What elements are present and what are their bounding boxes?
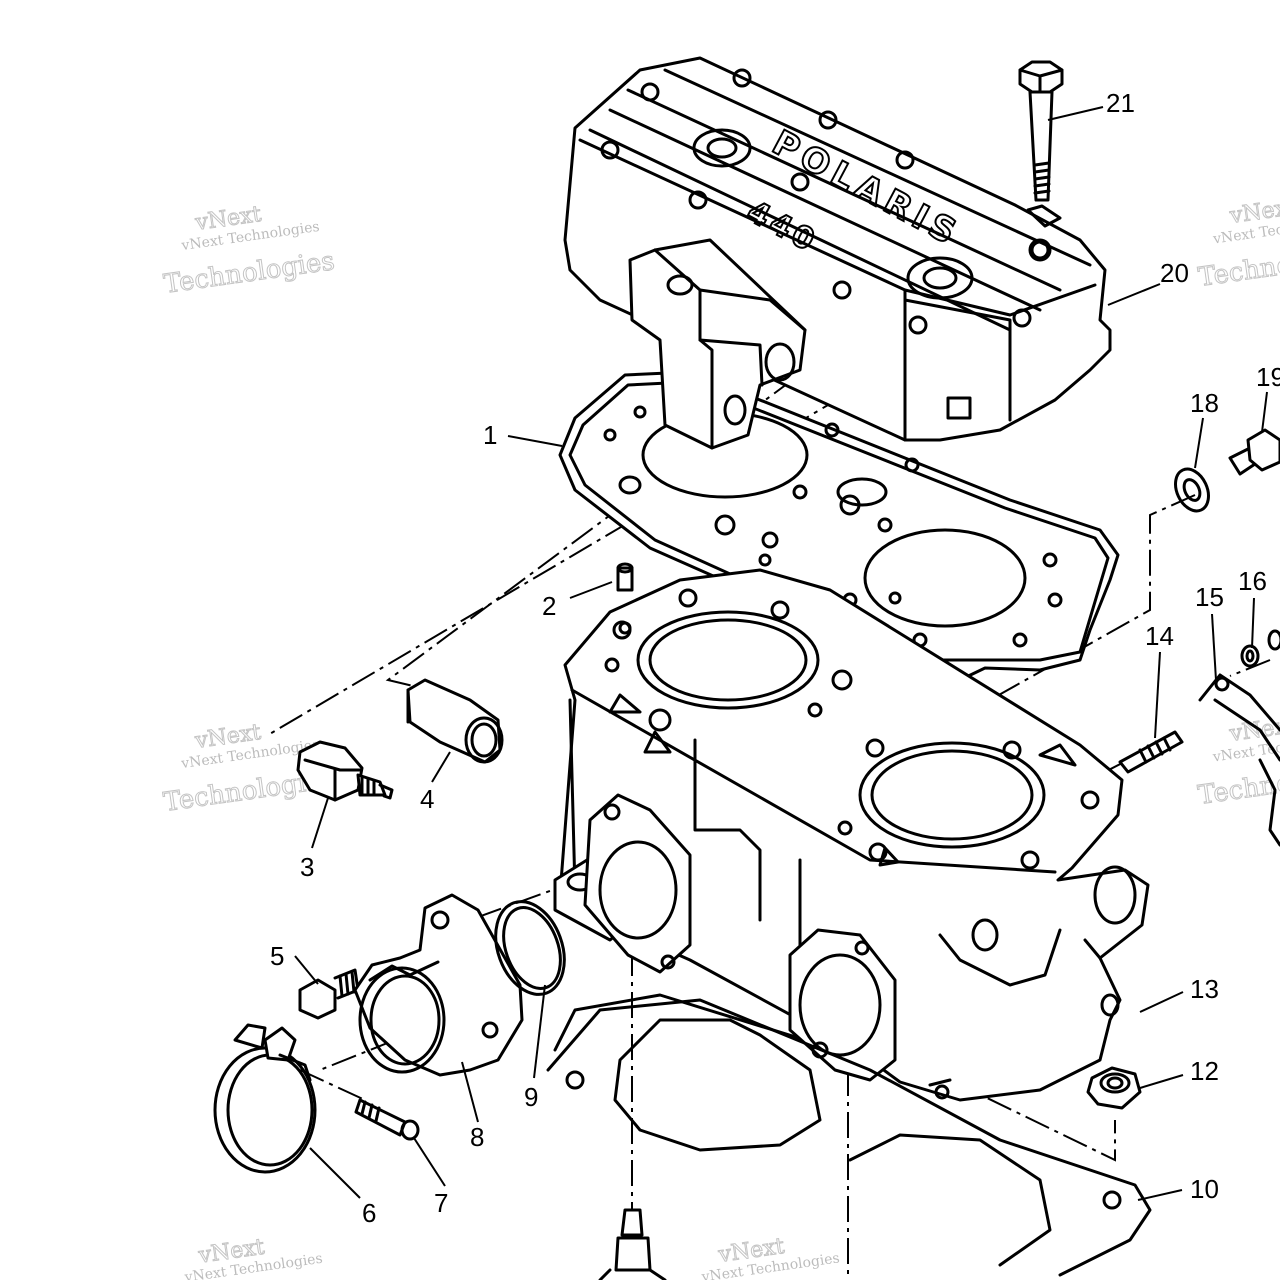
exhaust-port-left [583, 793, 692, 974]
callout-1: 1 [483, 420, 497, 450]
callout-numbers: 1 2 3 4 5 6 7 8 9 10 12 13 14 15 16 18 1… [270, 88, 1280, 1228]
callout-21: 21 [1106, 88, 1135, 118]
callout-14: 14 [1145, 621, 1174, 651]
callout-15: 15 [1195, 582, 1224, 612]
watermark-top-left: vNext vNext Technologies Technologies [161, 201, 337, 300]
o-ring [494, 900, 566, 996]
cover-bolt [1018, 60, 1064, 262]
callout-6: 6 [362, 1198, 376, 1228]
callout-12: 12 [1190, 1056, 1219, 1086]
callout-9: 9 [524, 1082, 538, 1112]
hose-clamp [213, 1023, 317, 1174]
clamp-bolt [354, 1098, 420, 1141]
svg-text:Technologies: Technologies [162, 246, 337, 300]
sealing-washer [1174, 467, 1210, 513]
coolant-outlet-housing [628, 238, 807, 450]
callout-8: 8 [470, 1122, 484, 1152]
exhaust-stud [1118, 730, 1184, 774]
callout-16: 16 [1238, 566, 1267, 596]
callout-19: 19 [1256, 362, 1280, 392]
exhaust-flange-gasket [1198, 673, 1280, 847]
callout-20: 20 [1160, 258, 1189, 288]
callout-18: 18 [1190, 388, 1219, 418]
watermark-top-right: vNext vNext Technologies Technologies [1196, 194, 1280, 293]
watermark-bottom-center: vNext vNext Technologies [700, 1233, 841, 1280]
temperature-sensor [296, 740, 394, 802]
callout-13: 13 [1190, 974, 1219, 1004]
callout-2: 2 [542, 591, 556, 621]
watermark-mid-right: vNext vNext Technologies Technologies [1196, 712, 1280, 811]
cylinder-block [553, 568, 1150, 1102]
washer-small [1240, 629, 1280, 668]
callout-5: 5 [270, 941, 284, 971]
callout-10: 10 [1190, 1174, 1219, 1204]
dowel-pin [616, 562, 634, 635]
head-gasket [558, 370, 1120, 682]
bleed-screw [1228, 428, 1280, 476]
svg-text:Technologies: Technologies [1196, 757, 1280, 811]
watermark-bottom-left: vNext vNext Technologies [183, 1234, 324, 1280]
coolant-plug [406, 678, 504, 764]
callout-3: 3 [300, 852, 314, 882]
intake-screw [298, 968, 360, 1020]
intake-manifold [353, 893, 524, 1077]
flange-nut [1086, 1066, 1142, 1110]
drain-fitting [598, 1208, 667, 1280]
callout-4: 4 [420, 784, 434, 814]
callout-7: 7 [434, 1188, 448, 1218]
leader-lines [294, 106, 1268, 1201]
base-gasket [546, 998, 1152, 1277]
svg-text:Technologies: Technologies [1196, 239, 1280, 293]
